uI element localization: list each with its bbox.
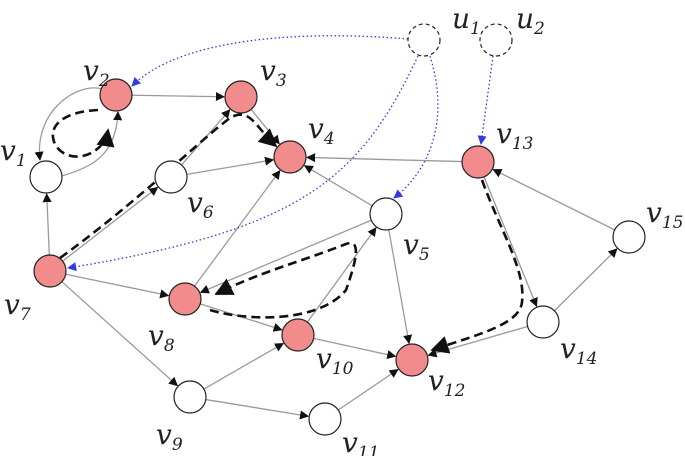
edge-v15-v13 — [492, 168, 615, 231]
label-u1: u1 — [452, 2, 481, 39]
edge-v7-v6 — [62, 186, 159, 262]
label-v10: v10 — [316, 342, 354, 379]
edge-v14-v12 — [427, 325, 528, 358]
edge-v7-v9 — [61, 281, 179, 387]
node-v13 — [461, 145, 495, 179]
dotted-edge-u2-v13 — [477, 55, 494, 145]
node-v4 — [273, 140, 307, 174]
edge-v2-v1 — [34, 87, 103, 161]
edge-v2-v3 — [131, 92, 225, 102]
dashed-path-v7-v4 — [59, 113, 278, 260]
edge-v5-v4 — [303, 165, 373, 207]
node-u2 — [479, 23, 513, 57]
label-u2: u2 — [516, 2, 545, 39]
node-v5 — [369, 197, 403, 231]
edge-v10-v5 — [306, 227, 377, 323]
label-v2: v2 — [83, 54, 110, 91]
edge-v6-v4 — [186, 156, 275, 175]
label-v7: v7 — [4, 288, 31, 325]
label-v3: v3 — [260, 54, 287, 91]
dotted-edge-u1-v5 — [393, 55, 439, 199]
edge-v7-v8 — [65, 273, 170, 299]
edge-v5-v8 — [199, 219, 372, 294]
node-v15 — [612, 220, 646, 254]
node-v2 — [99, 78, 133, 112]
label-v13: v13 — [496, 117, 533, 154]
node-v10 — [281, 318, 315, 352]
label-v4: v4 — [308, 112, 335, 149]
label-v9: v9 — [156, 418, 183, 455]
edge-v11-v12 — [337, 369, 399, 411]
node-v9 — [173, 380, 207, 414]
dotted-edges-layer — [67, 35, 494, 272]
dotted-edge-u1-v7 — [67, 55, 419, 272]
dashed-path-v8-v8 — [209, 241, 358, 319]
label-v11: v11 — [342, 426, 379, 456]
edge-v1-v2 — [61, 111, 123, 177]
label-v5: v5 — [403, 228, 430, 265]
nodes-layer — [29, 23, 646, 436]
node-v3 — [224, 80, 258, 114]
node-v14 — [526, 305, 560, 339]
edge-v7-v1 — [42, 193, 52, 256]
node-v7 — [33, 254, 67, 288]
node-v11 — [308, 402, 342, 436]
label-v15: v15 — [646, 196, 683, 233]
label-v8: v8 — [148, 319, 175, 356]
label-v14: v14 — [560, 332, 597, 369]
edge-v5-v12 — [388, 229, 413, 345]
edge-v8-v4 — [193, 169, 281, 287]
node-v8 — [168, 282, 202, 316]
node-v6 — [154, 160, 188, 194]
dashed-path-v2-v2 — [51, 108, 115, 158]
edge-v13-v4 — [306, 153, 463, 163]
dashed-paths-layer — [51, 108, 524, 354]
node-v12 — [395, 343, 429, 377]
label-v6: v6 — [187, 186, 214, 223]
dotted-edge-u1-v2 — [131, 35, 409, 87]
edge-v9-v11 — [205, 398, 310, 420]
edge-v3-v4 — [250, 108, 280, 145]
edge-v13-v14 — [483, 176, 538, 308]
label-v12: v12 — [428, 364, 465, 401]
node-u1 — [407, 23, 441, 57]
dashed-path-v13-v12 — [430, 179, 524, 354]
edge-v10-v12 — [313, 337, 397, 360]
edge-v9-v10 — [203, 342, 285, 390]
node-v1 — [29, 160, 63, 194]
edge-v14-v15 — [553, 248, 618, 312]
label-v1: v1 — [0, 134, 27, 171]
